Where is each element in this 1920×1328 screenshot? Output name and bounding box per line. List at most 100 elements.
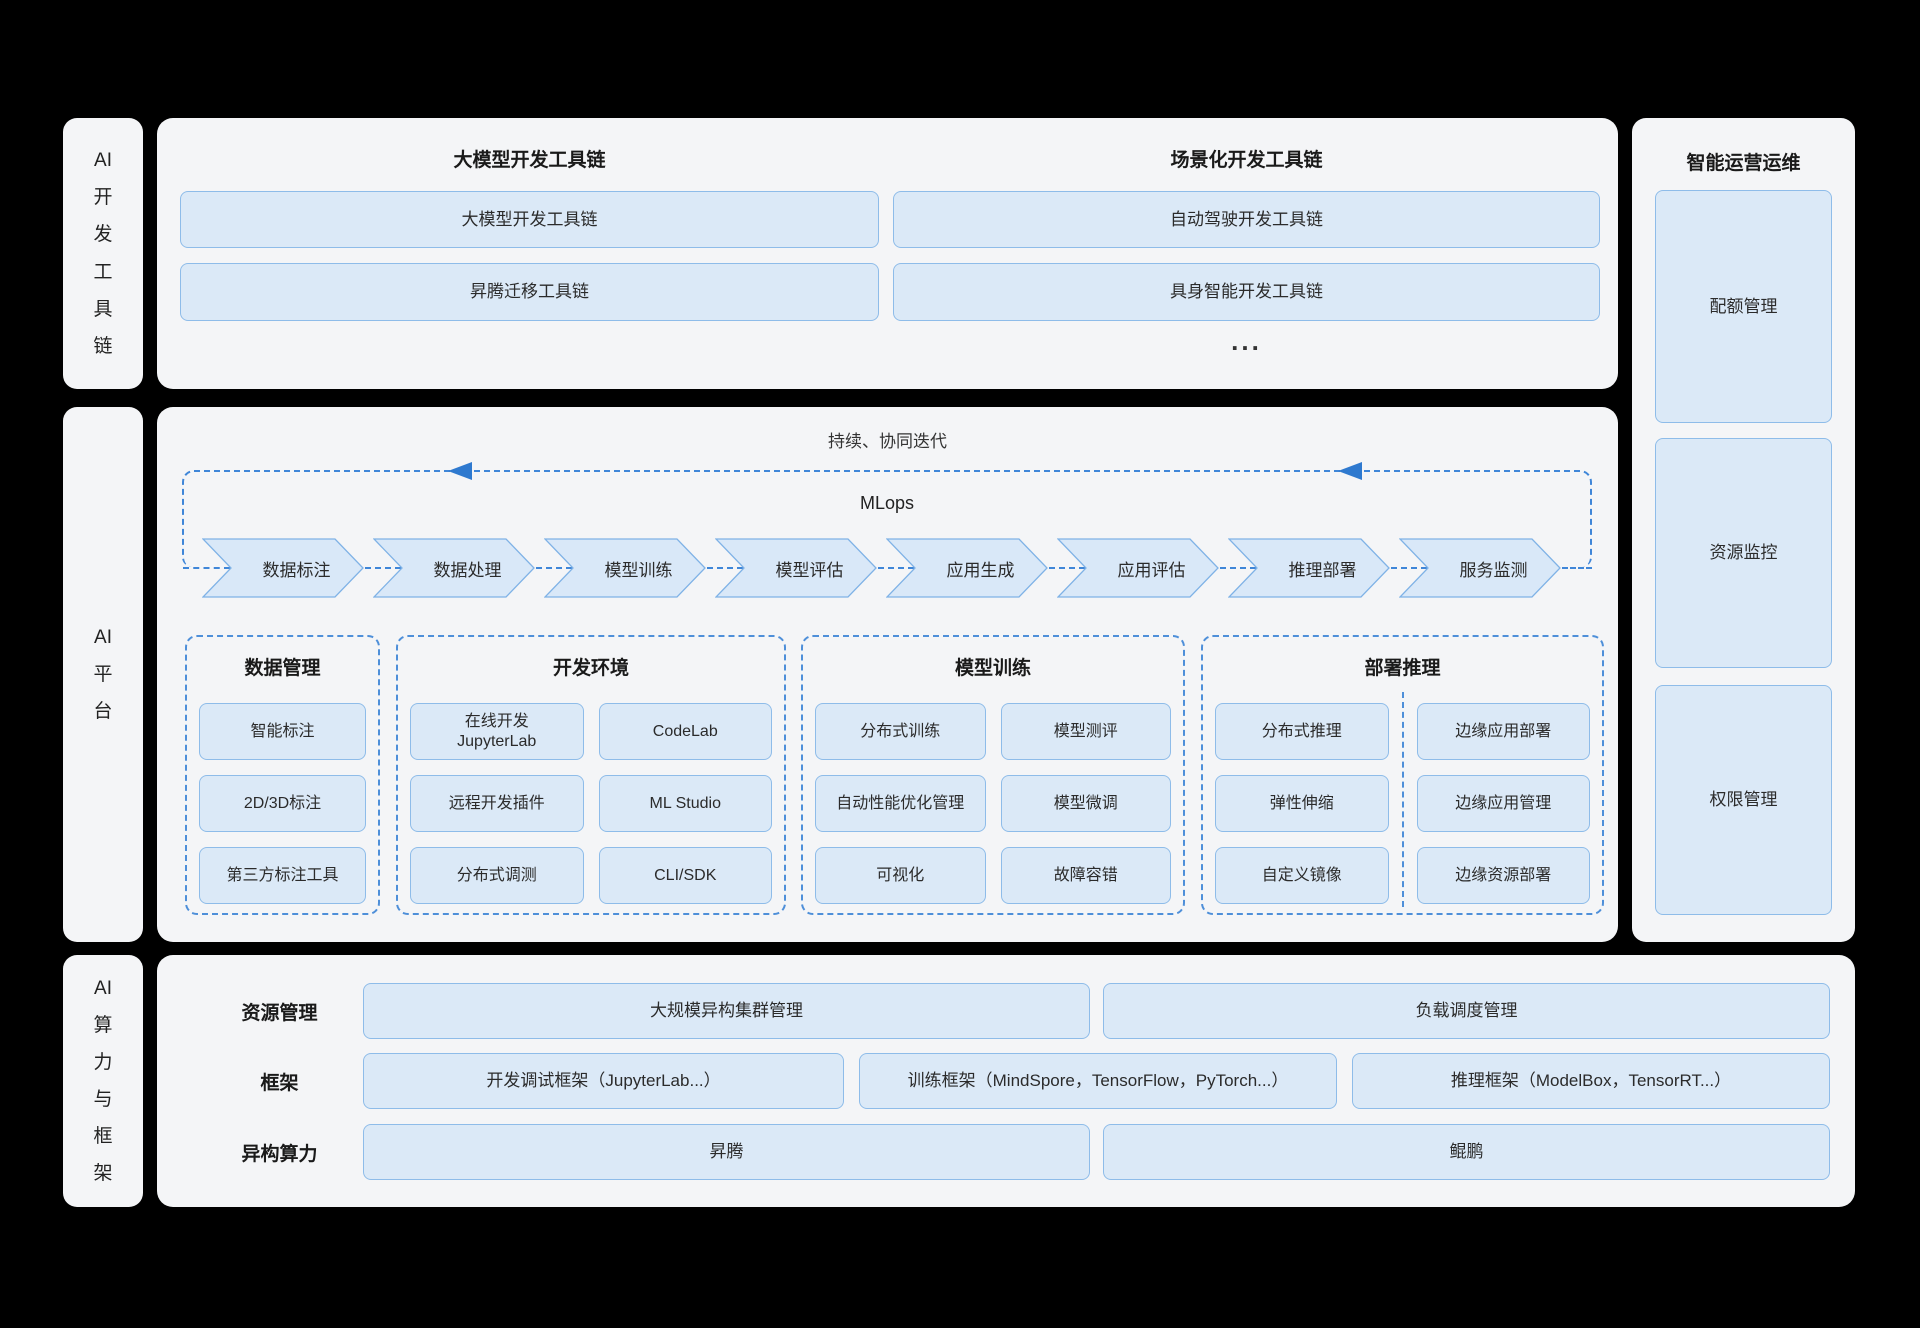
group-title: 部署推理 <box>1364 658 1441 679</box>
chevron-shape <box>373 538 535 598</box>
mlops-stage-chevron: 数据处理 <box>373 538 536 598</box>
stage-connector <box>536 567 572 569</box>
mlops-stage-chevron: 数据标注 <box>202 538 365 598</box>
group-deploy-inference: 部署推理 分布式推理 边缘应用部署 弹性伸缩 边缘应用管理 自定义镜像 边缘资源… <box>1201 635 1604 915</box>
node-jupyterlab: 在线开发 JupyterLab <box>410 703 584 760</box>
group-title: 开发环境 <box>552 658 629 679</box>
loop-iteration-label: 持续、协同迭代 <box>828 432 947 451</box>
node-distributed-inference: 分布式推理 <box>1215 703 1389 760</box>
node-edge-app-management: 边缘应用管理 <box>1416 775 1590 832</box>
stage-connector <box>1220 567 1256 569</box>
side-label-text: AI 平 台 <box>93 626 113 723</box>
group-grid: 智能标注 2D/3D标注 第三方标注工具 <box>199 703 366 904</box>
node-resource-monitoring: 资源监控 <box>1655 438 1832 668</box>
node-edge-resource-deploy: 边缘资源部署 <box>1416 847 1590 904</box>
row-label-resource-management: 资源管理 <box>241 1002 318 1024</box>
group-grid: 分布式训练 模型测评 自动性能优化管理 模型微调 可视化 故障容错 <box>815 703 1171 904</box>
node-dev-debug-framework: 开发调试框架（JupyterLab...） <box>363 1053 844 1109</box>
side-label-text: AI 开 发 工 具 链 <box>93 150 113 357</box>
node-cluster-management: 大规模异构集群管理 <box>363 983 1090 1039</box>
node-training-framework: 训练框架（MindSpore，TensorFlow，PyTorch...） <box>859 1053 1337 1109</box>
ops-sidebar: 智能运营运维 配额管理 资源监控 权限管理 <box>1632 118 1855 942</box>
mlops-stage-chevron: 推理部署 <box>1228 538 1391 598</box>
chevron-shape <box>544 538 706 598</box>
node-auto-perf-optimization: 自动性能优化管理 <box>815 775 986 832</box>
mlops-stage-chevron: 模型评估 <box>715 538 878 598</box>
stage-label: 数据处理 <box>433 560 502 580</box>
stage-connector <box>1049 567 1085 569</box>
row-label-hetero-compute: 异构算力 <box>241 1143 318 1165</box>
group-divider <box>1402 692 1404 907</box>
left-arrow-icon <box>1338 462 1362 480</box>
mlops-loop-outline <box>182 470 1592 567</box>
toolchain-section: 大模型开发工具链 场景化开发工具链 大模型开发工具链 自动驾驶开发工具链 昇腾迁… <box>157 118 1618 389</box>
node-quota-management: 配额管理 <box>1655 190 1832 423</box>
group-title: 数据管理 <box>244 658 321 679</box>
mlops-stage-chevron: 模型训练 <box>544 538 707 598</box>
group-dev-environment: 开发环境 在线开发 JupyterLab CodeLab 远程开发插件 ML S… <box>396 635 786 915</box>
stage-label: 应用生成 <box>946 560 1015 580</box>
node-custom-image: 自定义镜像 <box>1215 847 1389 904</box>
node-distributed-training: 分布式训练 <box>815 703 986 760</box>
mlops-title: MLops <box>859 493 915 513</box>
node-smart-labeling: 智能标注 <box>199 703 366 760</box>
node-thirdparty-labeling: 第三方标注工具 <box>199 847 366 904</box>
infra-section: 资源管理 框架 异构算力 大规模异构集群管理 负载调度管理 开发调试框架（Jup… <box>157 955 1855 1207</box>
node-ml-studio: ML Studio <box>598 775 772 832</box>
node-model-evaluation: 模型测评 <box>1000 703 1171 760</box>
node-ascend: 昇腾 <box>363 1124 1090 1180</box>
stage-label: 数据标注 <box>262 560 331 580</box>
node-large-model-toolchain: 大模型开发工具链 <box>180 191 879 248</box>
node-edge-app-deploy: 边缘应用部署 <box>1416 703 1590 760</box>
node-distributed-debug: 分布式调测 <box>410 847 584 904</box>
chevron-shape <box>886 538 1048 598</box>
stage-connector <box>365 567 401 569</box>
stage-connector <box>707 567 743 569</box>
column-title-scenario: 场景化开发工具链 <box>1170 150 1323 171</box>
group-title: 模型训练 <box>954 658 1031 679</box>
node-cli-sdk: CLI/SDK <box>598 847 772 904</box>
node-load-scheduling: 负载调度管理 <box>1103 983 1830 1039</box>
stage-label: 推理部署 <box>1288 560 1357 580</box>
group-grid: 在线开发 JupyterLab CodeLab 远程开发插件 ML Studio… <box>410 703 772 904</box>
group-model-training: 模型训练 分布式训练 模型测评 自动性能优化管理 模型微调 可视化 故障容错 <box>801 635 1185 915</box>
stage-connector <box>1391 567 1427 569</box>
side-label-ai-platform: AI 平 台 <box>63 407 143 942</box>
node-permission-management: 权限管理 <box>1655 685 1832 915</box>
column-title-large-model: 大模型开发工具链 <box>453 150 606 171</box>
node-embodied-ai-toolchain: 具身智能开发工具链 <box>893 263 1600 321</box>
node-inference-framework: 推理框架（ModelBox，TensorRT...） <box>1352 1053 1830 1109</box>
stage-connector <box>1562 567 1592 569</box>
chevron-shape <box>1057 538 1219 598</box>
mlops-stage-chevron: 服务监测 <box>1399 538 1562 598</box>
mlops-stage-chevron: 应用生成 <box>886 538 1049 598</box>
side-label-ai-compute-framework: AI 算 力 与 框 架 <box>63 955 143 1207</box>
side-label-text: AI 算 力 与 框 架 <box>93 977 113 1185</box>
node-remote-dev-plugin: 远程开发插件 <box>410 775 584 832</box>
node-autonomous-driving-toolchain: 自动驾驶开发工具链 <box>893 191 1600 248</box>
chevron-shape <box>715 538 877 598</box>
group-grid: 分布式推理 边缘应用部署 弹性伸缩 边缘应用管理 自定义镜像 边缘资源部署 <box>1215 703 1590 904</box>
node-fault-tolerance: 故障容错 <box>1000 847 1171 904</box>
node-elastic-scaling: 弹性伸缩 <box>1215 775 1389 832</box>
stage-label: 模型评估 <box>775 560 844 580</box>
node-2d3d-labeling: 2D/3D标注 <box>199 775 366 832</box>
stage-connector <box>878 567 914 569</box>
side-label-ai-dev-toolchain: AI 开 发 工 具 链 <box>63 118 143 389</box>
node-model-finetune: 模型微调 <box>1000 775 1171 832</box>
more-ellipsis: ... <box>1231 326 1262 356</box>
left-arrow-icon <box>448 462 472 480</box>
platform-section: 持续、协同迭代 MLops 数据标注 数据处理 模型训练 模型评估 <box>157 407 1618 942</box>
mlops-stage-chevron: 应用评估 <box>1057 538 1220 598</box>
row-label-framework: 框架 <box>260 1072 299 1094</box>
stage-connector <box>183 567 230 569</box>
node-ascend-migration-toolchain: 昇腾迁移工具链 <box>180 263 879 321</box>
chevron-shape <box>1399 538 1561 598</box>
node-codelab: CodeLab <box>598 703 772 760</box>
ops-sidebar-title: 智能运营运维 <box>1686 153 1801 174</box>
chevron-shape <box>202 538 364 598</box>
chevron-shape <box>1228 538 1390 598</box>
node-visualization: 可视化 <box>815 847 986 904</box>
node-kunpeng: 鲲鹏 <box>1103 1124 1830 1180</box>
